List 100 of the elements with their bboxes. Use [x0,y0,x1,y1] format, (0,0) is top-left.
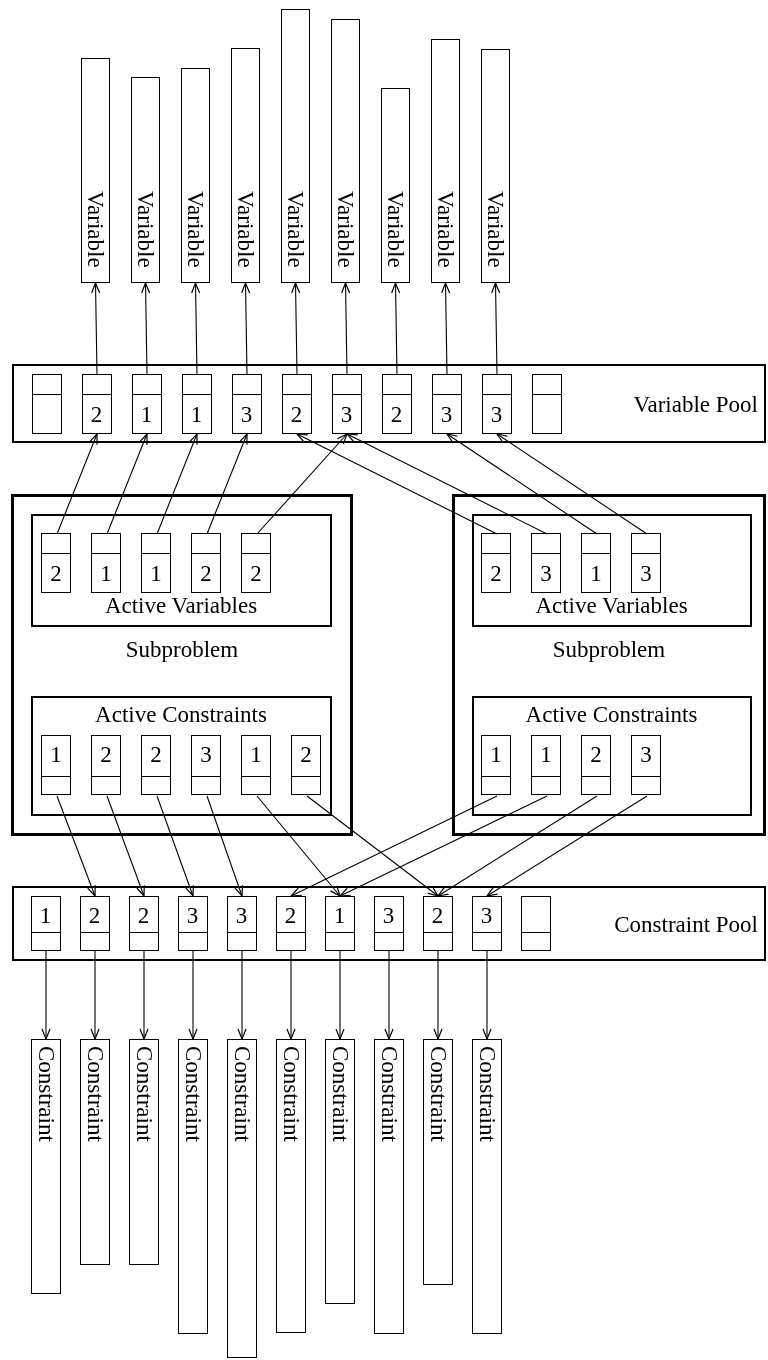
slot-box [631,735,661,795]
constraint-box [178,1039,208,1334]
slot-number: 3 [200,742,212,768]
slot-number: 3 [640,561,652,587]
variable-box [481,49,510,283]
constraint-box [423,1039,453,1285]
arrow [141,282,151,375]
arrow [437,795,598,897]
arrow [156,795,194,897]
slot-number: 2 [590,742,602,768]
slot-box [231,373,262,434]
slot-number: 3 [235,902,248,929]
slot-box [191,735,221,795]
slot-box [531,373,562,434]
slot-box [381,373,412,434]
arrow [41,950,51,1040]
pool-label: Constraint Pool [614,912,758,938]
slot-box [191,533,221,593]
slot-number: 2 [90,401,103,428]
active-set-box [30,513,332,627]
box-label: Constraint [326,1046,354,1142]
active-set-box [30,695,332,816]
arrow [491,282,501,375]
arrow [391,282,401,375]
variable-box [281,9,310,283]
section-title: Active Constraints [95,701,267,728]
slot-box [241,735,271,795]
slot-box [91,533,121,593]
slot-box [141,533,171,593]
subproblem-box [11,494,353,836]
slot-box [128,895,159,951]
slot-number: 2 [284,902,297,929]
box-label: Variable [482,191,509,268]
variable-box [431,39,460,283]
slot-number: 1 [50,742,62,768]
slot-box [91,735,121,795]
pool-band [12,886,766,961]
slot-number: 2 [100,742,112,768]
arrow [188,950,198,1040]
box-label: Variable [432,191,459,268]
slot-box [131,373,162,434]
arrow [91,282,101,375]
slot-box [141,735,171,795]
slot-number: 2 [431,902,444,929]
arrow [306,795,439,897]
constraint-box [80,1039,110,1265]
arrow [106,795,145,897]
slot-number: 3 [186,902,199,929]
slot-box [181,373,212,434]
arrow [291,282,301,375]
slot-number: 3 [340,401,353,428]
box-label: Variable [232,191,259,268]
box-label: Constraint [228,1046,256,1142]
slot-box [520,895,551,951]
box-label: Constraint [375,1046,403,1142]
slot-number: 1 [190,401,203,428]
section-title: Active Variables [104,592,258,619]
section-title: Active Constraints [525,701,698,728]
arrow [241,282,251,375]
section-title: Active Variables [535,592,688,619]
arrow [384,950,394,1040]
slot-number: 2 [300,742,312,768]
slot-number: 1 [100,561,112,587]
arrow [339,795,548,897]
box-label: Constraint [473,1046,501,1142]
slot-number: 3 [240,401,253,428]
arrow [106,433,148,535]
slot-number: 2 [200,561,212,587]
constraint-box [129,1039,159,1265]
slot-number: 3 [382,902,395,929]
active-set-box [471,695,752,816]
slot-box [581,735,611,795]
slot-box [31,373,62,434]
slot-box [226,895,257,951]
slot-box [422,895,453,951]
arrow [433,950,443,1040]
arrow [341,282,351,375]
slot-number: 1 [39,902,52,929]
slot-number: 2 [88,902,101,929]
slot-number: 3 [540,561,552,587]
slot-number: 1 [150,561,162,587]
slot-box [471,895,502,951]
slot-box [281,373,312,434]
arrow [191,282,201,375]
arrow [446,433,598,535]
arrow [256,433,348,535]
slot-box [331,373,362,434]
constraint-box [276,1039,306,1333]
box-label: Constraint [130,1046,158,1142]
arrow [256,795,341,897]
slot-box [291,735,321,795]
slot-box [373,895,404,951]
box-label: Constraint [424,1046,452,1142]
arrow [496,433,648,535]
slot-box [41,735,71,795]
slot-number: 2 [290,401,303,428]
box-label: Variable [182,191,209,268]
box-label: Constraint [179,1046,207,1142]
arrow [56,795,96,897]
pool-label: Variable Pool [633,392,758,418]
